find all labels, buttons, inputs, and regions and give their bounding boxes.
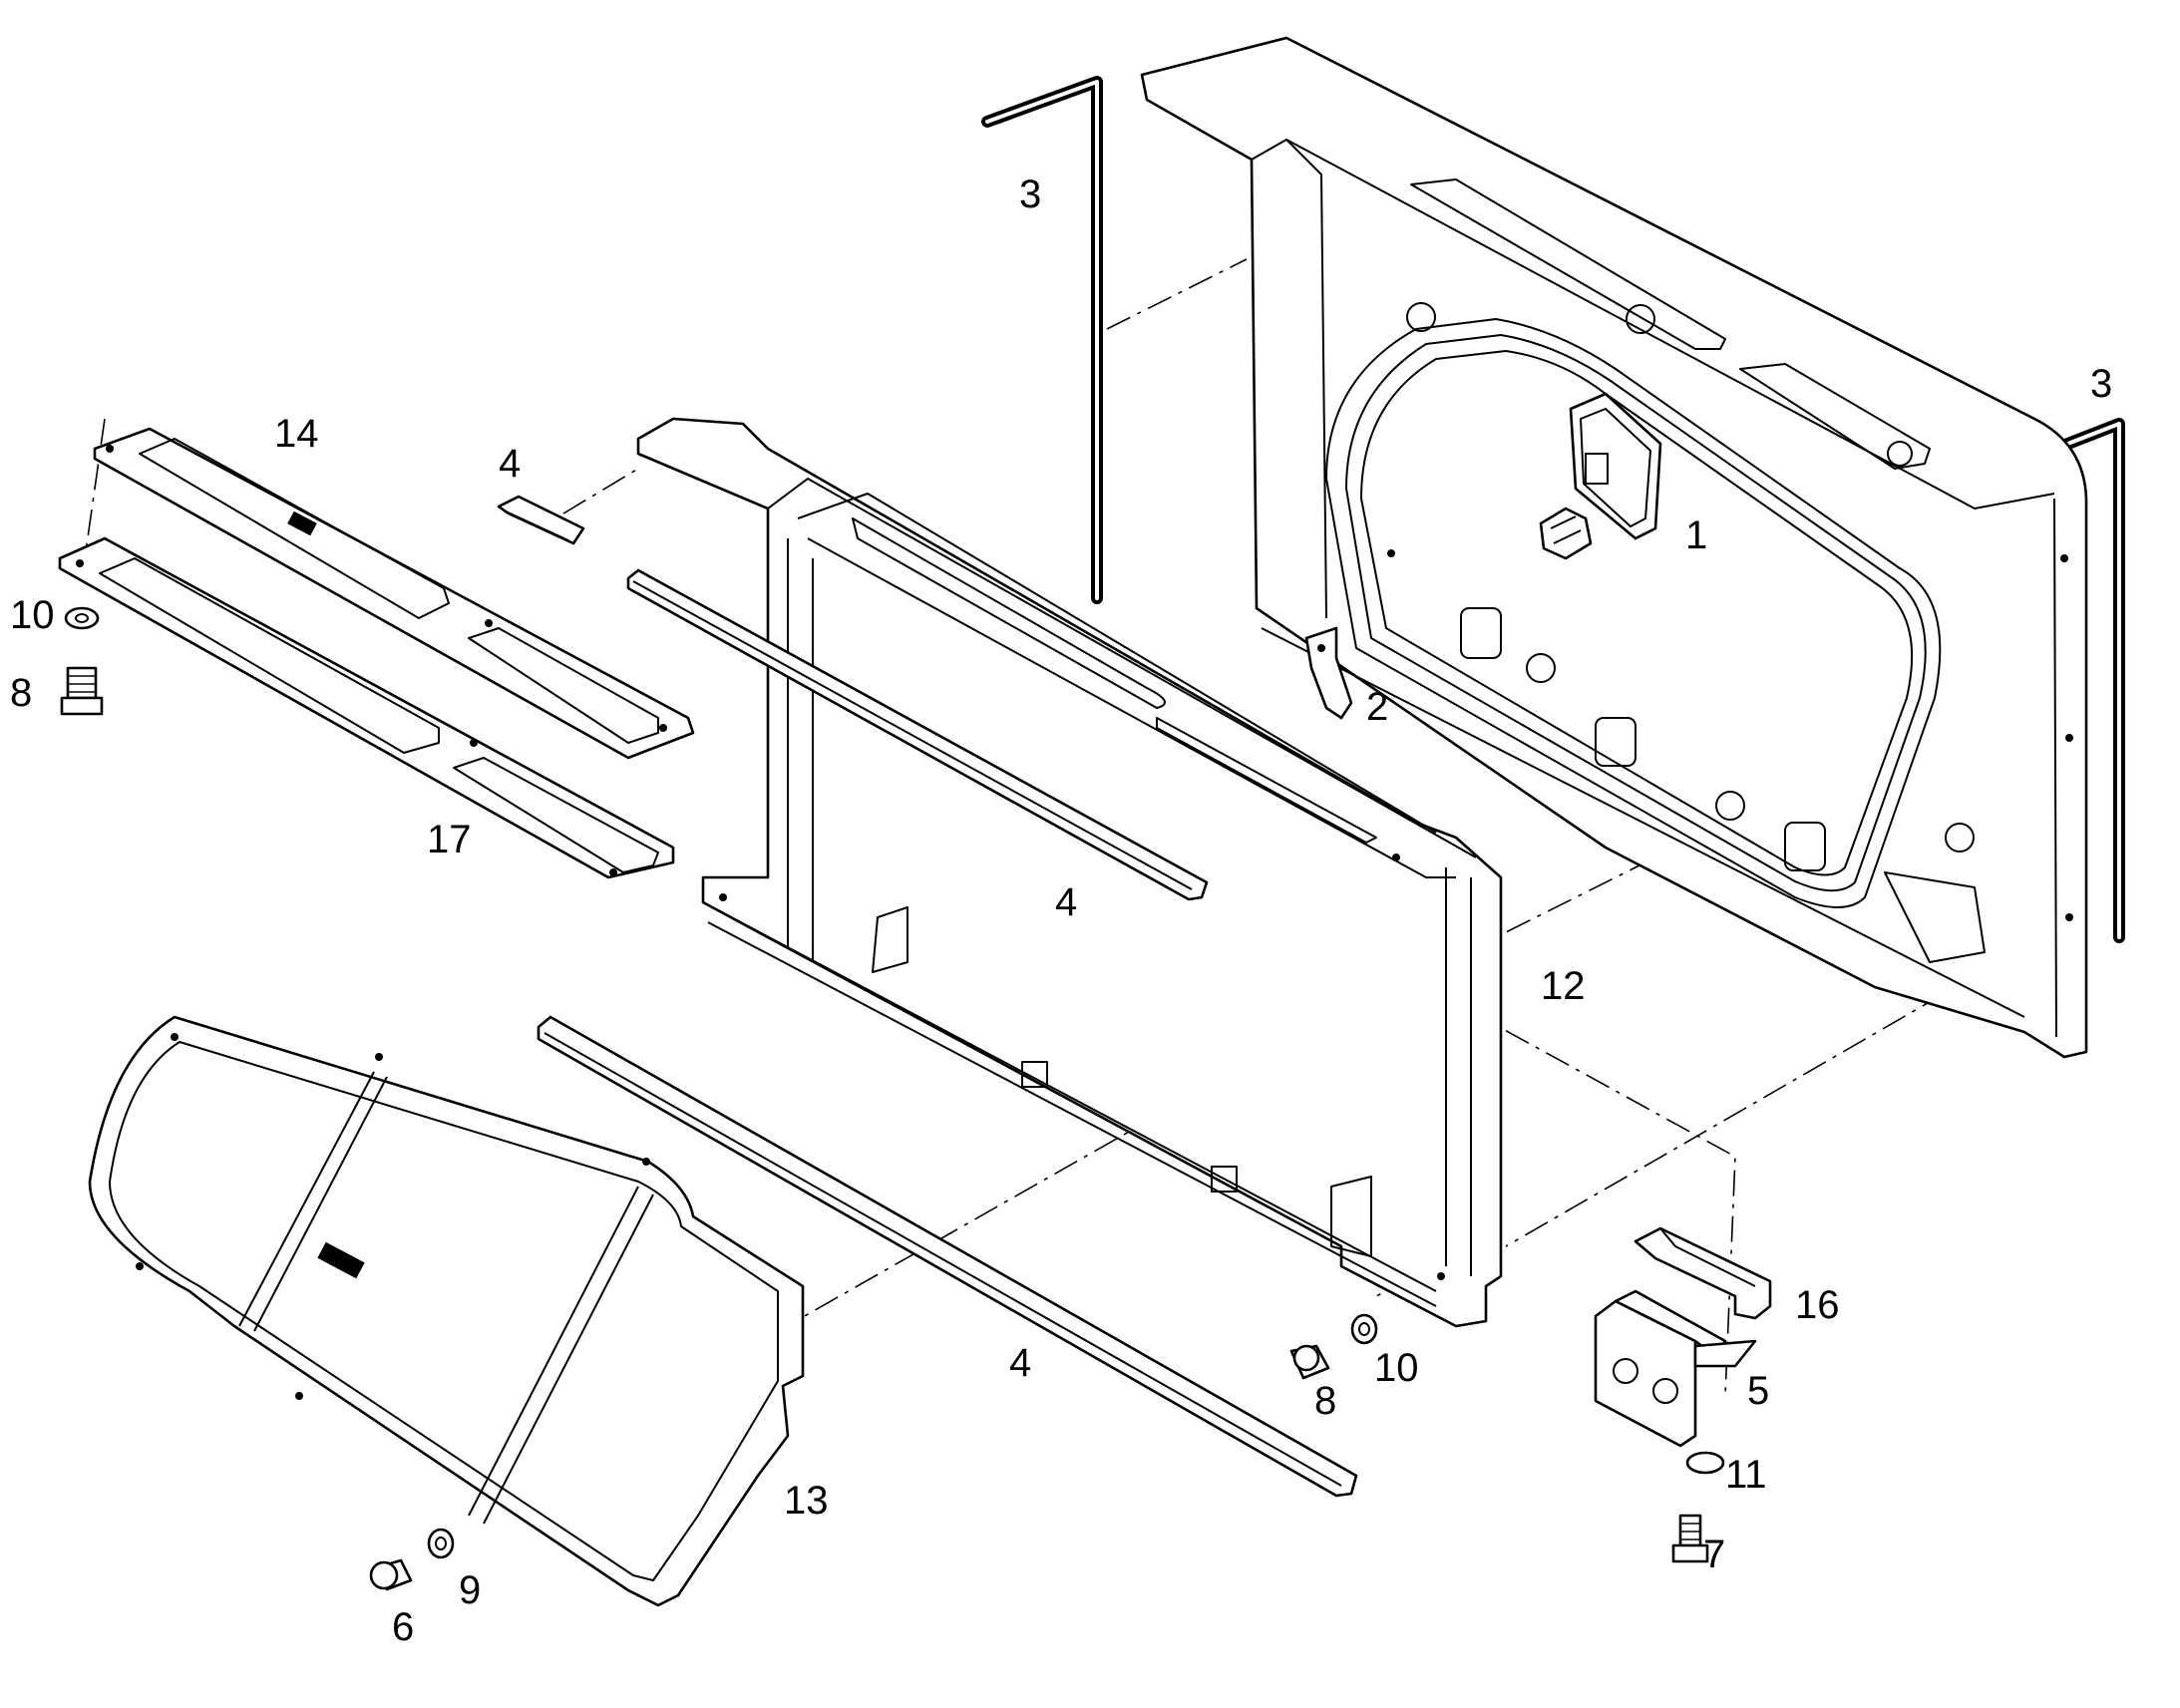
part-8-bolt-left — [60, 666, 104, 716]
part-6-bolt — [369, 1558, 413, 1591]
callout-6: 6 — [392, 1605, 414, 1649]
part-13-window-panel — [88, 1015, 805, 1607]
part-10-washer-left — [64, 606, 100, 630]
part-5-hinge — [1594, 1289, 1757, 1448]
part-4-lower-channel — [537, 1015, 1358, 1498]
part-8-bolt-right — [1289, 1344, 1330, 1380]
callout-11: 11 — [1725, 1453, 1767, 1497]
part-3-left-seal-strip — [981, 76, 1103, 604]
callout-10-right: 10 — [1374, 1346, 1419, 1390]
callout-4-bottom: 4 — [1009, 1341, 1031, 1385]
callout-7: 7 — [1703, 1533, 1725, 1576]
rear-housing-cover — [1140, 36, 2088, 1059]
part-17-lower-plate — [58, 536, 675, 879]
part-1-lamp-switch — [1539, 392, 1662, 560]
part-10-washer-right — [1350, 1313, 1378, 1345]
callout-10-left: 10 — [10, 593, 55, 637]
part-9-washer — [427, 1528, 455, 1559]
part-7-bolt — [1671, 1514, 1709, 1563]
callout-8-right: 8 — [1314, 1379, 1336, 1423]
part-2-bracket — [1304, 626, 1353, 720]
callout-16: 16 — [1795, 1283, 1840, 1327]
callout-14: 14 — [274, 412, 319, 456]
callout-5: 5 — [1747, 1369, 1769, 1413]
callout-labels: 1 2 3 3 4 4 4 5 6 7 8 8 9 10 10 11 12 13… — [10, 172, 2112, 1649]
callout-13: 13 — [784, 1479, 829, 1523]
callout-3-right: 3 — [2090, 362, 2112, 406]
part-14-upper-plate — [93, 427, 695, 760]
part-4-upper-channel-small — [497, 495, 585, 545]
callout-12: 12 — [1541, 964, 1586, 1008]
part-16-clip — [1634, 1226, 1772, 1320]
callout-3-left: 3 — [1019, 172, 1041, 216]
callout-8-left: 8 — [10, 671, 32, 715]
part-12-main-frame — [636, 417, 1503, 1328]
callout-4-middle: 4 — [1055, 880, 1077, 924]
part-11-washer — [1685, 1451, 1725, 1475]
callout-17: 17 — [427, 818, 472, 861]
part-4-middle-channel — [626, 568, 1209, 901]
callout-2: 2 — [1366, 685, 1388, 729]
callout-4-top: 4 — [499, 442, 521, 486]
callout-1: 1 — [1685, 513, 1707, 557]
callout-9: 9 — [459, 1568, 481, 1612]
